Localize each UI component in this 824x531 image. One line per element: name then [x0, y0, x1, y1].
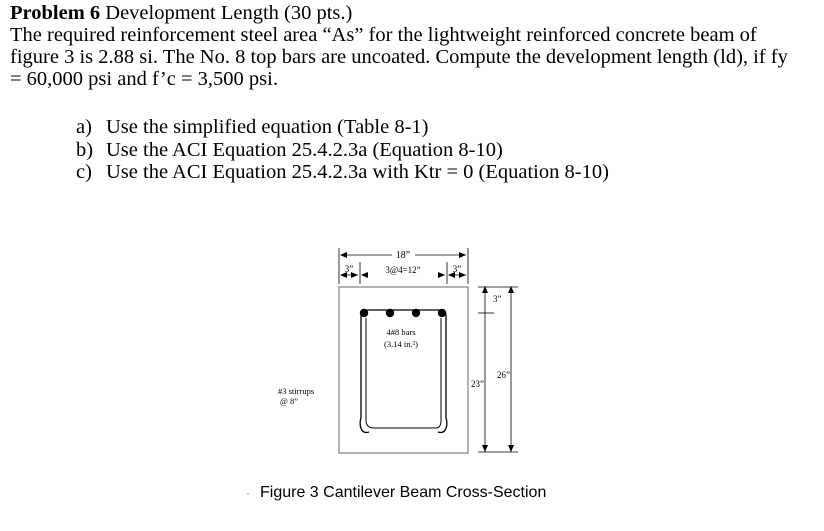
- part-c-label: c): [76, 161, 92, 183]
- problem-parts: a) Use the simplified equation (Table 8-1…: [76, 116, 609, 184]
- problem-number: Problem 6: [10, 2, 101, 24]
- top-bar-1: [359, 308, 369, 318]
- total-depth-label: 26”: [497, 370, 510, 380]
- width-dimension: 18”: [338, 248, 469, 284]
- top-bar-3: [411, 308, 421, 318]
- problem-line-1: The required reinforcement steel area “A…: [10, 24, 757, 46]
- width-label: 18”: [396, 250, 410, 261]
- figure-caption: · Figure 3 Cantilever Beam Cross-Section: [246, 484, 546, 502]
- problem-title-text: Development Length (30 pts.): [100, 2, 353, 24]
- beam-outline: [338, 286, 469, 454]
- spacing-dimension: 3” 3@4=12” 3”: [340, 262, 466, 284]
- part-b-text: Use the ACI Equation 25.4.2.3a (Equation…: [106, 138, 503, 161]
- part-c-text: Use the ACI Equation 25.4.2.3a with Ktr …: [106, 161, 609, 183]
- bar-spacing-label: 3@4=12”: [385, 265, 420, 275]
- problem-statement: Problem 6 Development Length (30 pts.) T…: [10, 2, 810, 90]
- left-cover-label: 3”: [345, 264, 354, 274]
- part-a-label: a): [76, 116, 92, 138]
- right-cover-label: 3”: [453, 264, 462, 274]
- stirrup: [359, 309, 448, 434]
- part-b: b) Use the ACI Equation 25.4.2.3a (Equati…: [76, 139, 609, 162]
- problem-line-3: = 60,000 psi and f’c = 3,500 psi.: [10, 68, 278, 90]
- stirrups-label-line2: @ 8”: [280, 396, 298, 406]
- stirrups-label-line1: #3 stirrups: [278, 386, 314, 396]
- effective-depth-label: 23”: [471, 379, 484, 389]
- bars-label-line1: 4#8 bars: [386, 327, 415, 337]
- part-a-text: Use the simplified equation (Table 8-1): [106, 116, 429, 138]
- bars-label-line2: (3.14 in.²): [384, 339, 418, 349]
- top-bars: [359, 308, 447, 318]
- caption-text: Figure 3 Cantilever Beam Cross-Section: [260, 484, 547, 501]
- top-cover-label: 3”: [493, 294, 502, 304]
- stirrup-inner: [365, 318, 442, 429]
- depth-dimensions: 3” 23” 26”: [471, 286, 518, 453]
- part-c: c) Use the ACI Equation 25.4.2.3a with Kt…: [76, 161, 609, 184]
- problem-line-2: figure 3 is 2.88 si. The No. 8 top bars …: [10, 46, 788, 68]
- top-bar-2: [385, 308, 395, 318]
- problem-title: Problem 6 Development Length (30 pts.): [10, 2, 810, 24]
- part-a: a) Use the simplified equation (Table 8-1…: [76, 116, 609, 139]
- part-b-label: b): [76, 138, 94, 161]
- caption-bullet: ·: [246, 486, 250, 500]
